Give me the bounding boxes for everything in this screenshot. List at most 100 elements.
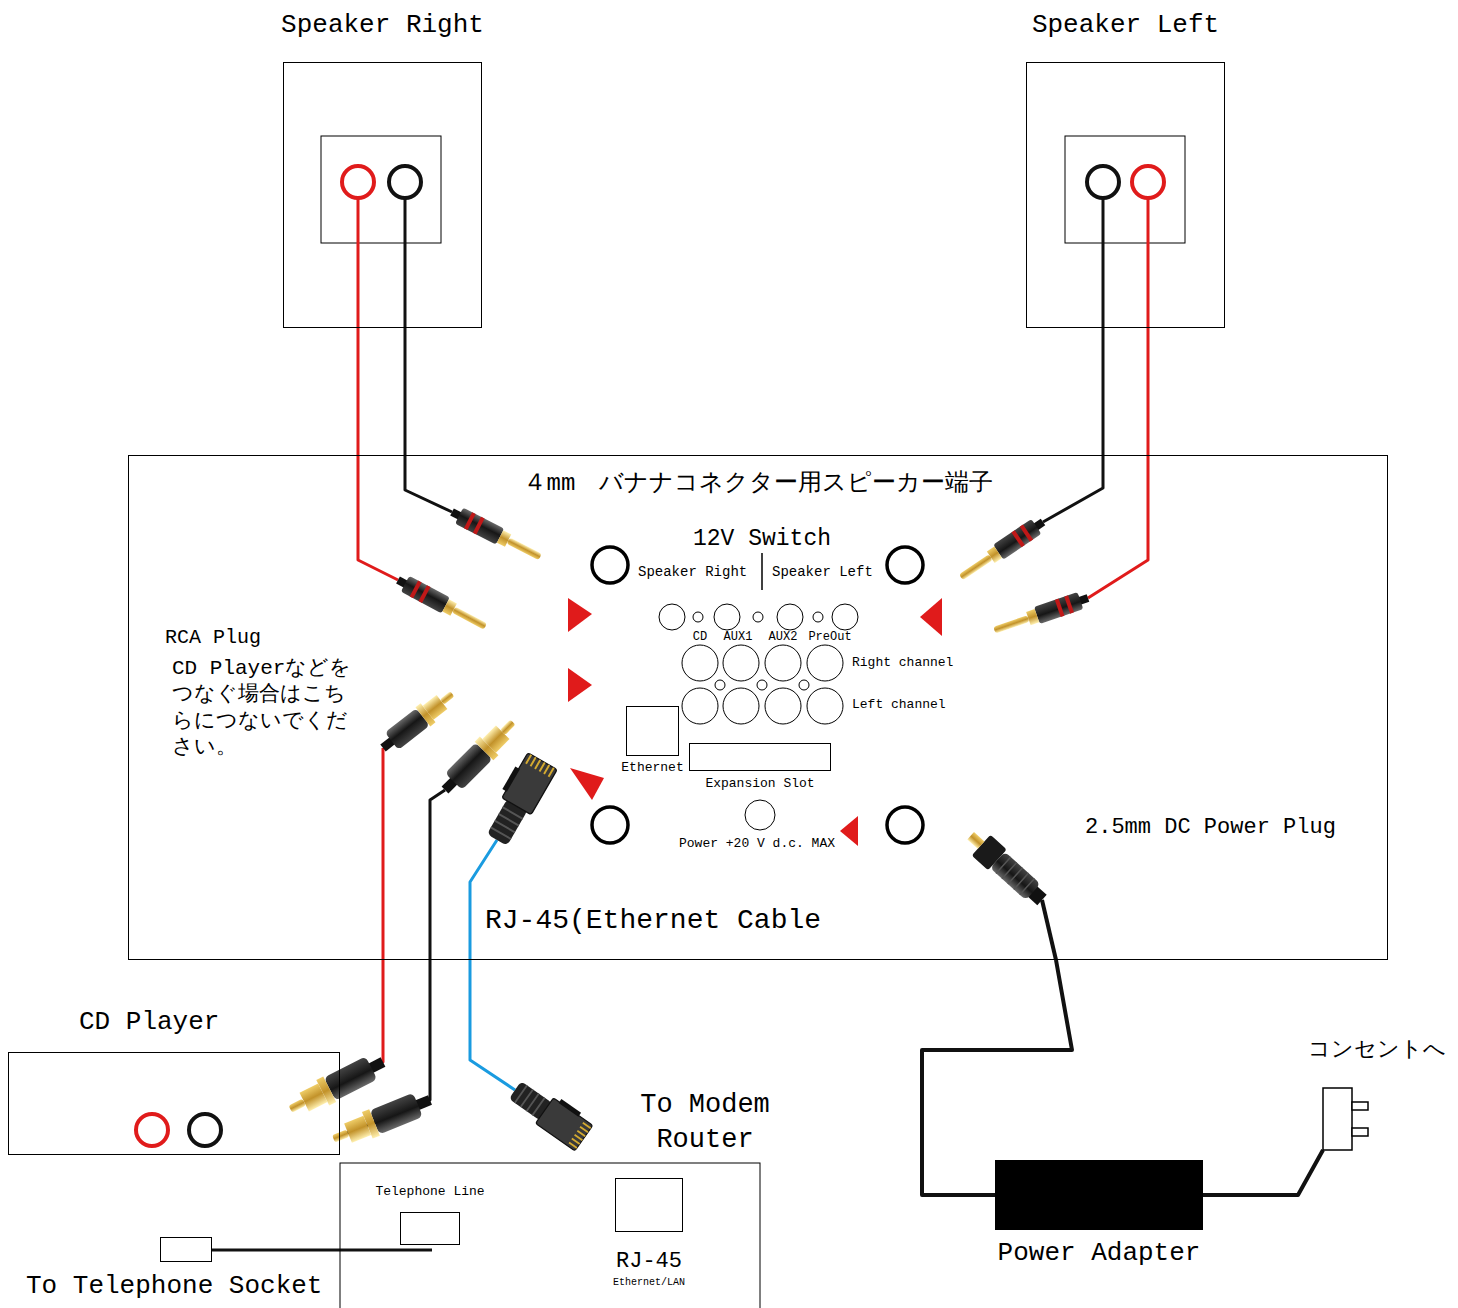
node-label: Speaker Right [281,11,484,41]
node-label: Ethernet [621,761,683,776]
speaker-wire [1088,455,1148,598]
input-label: CD [693,631,707,643]
channel-label: Left channel [852,698,946,713]
power-cable [1203,1150,1323,1195]
rj45-plug [506,1074,595,1151]
node-label: RJ-45 [616,1249,682,1274]
speaker-binding-post [592,807,628,843]
rj45-plug [479,751,557,849]
rca-jack [765,688,801,724]
speaker-terminal [389,166,421,198]
input-label: PreOut [808,631,851,643]
cable-connector [404,328,407,455]
banana-plug [448,504,544,565]
speaker-box: Speaker Right [283,62,482,328]
speaker-wire [404,198,407,328]
telephone-plug: To Telephone Socket [160,1237,212,1262]
input-label: AUX1 [724,631,753,643]
telephone-cable [400,1249,432,1252]
rca-jack [753,612,763,622]
pointer-triangle [920,598,942,636]
node-sublabel: Ethernet/LAN [613,1277,685,1289]
connector-group [212,328,1148,1250]
rca-jack [659,604,685,630]
pointer-triangle [568,668,592,702]
rca-plug [376,684,460,757]
rca-jack [757,680,767,690]
power-rating-label: Power +20 V d.c. MAX [679,837,835,852]
channel-label: Right channel [852,656,953,671]
terminal-plate [1065,136,1185,243]
rca-jack [682,645,718,681]
expansion-slot: Expansion Slot [689,743,831,771]
cable-connector [922,960,1072,1195]
terminal-plate [321,136,441,243]
node-label: CD Player [79,1008,219,1038]
plug-prong [1352,1128,1368,1136]
rca-jack [682,688,718,724]
rca-jack [813,612,823,622]
node-label: ４mm バナナコネクター用スピーカー端子 [523,470,994,498]
banana-plug [991,589,1090,638]
speaker-wire [1147,198,1150,328]
rca-jack [799,680,809,690]
cable-connector [1147,328,1150,455]
speaker-wire [1102,198,1105,328]
wall-plug [1323,1088,1352,1150]
pointer-triangle [568,598,592,632]
rj45-port: RJ-45Ethernet/LAN [615,1178,683,1232]
power-jack [745,800,775,830]
speaker-binding-post [887,547,923,583]
node-label: Expansion Slot [705,777,814,792]
speaker-wire [358,455,398,580]
cd-output-jack [189,1114,221,1146]
switch-label: 12V Switch [693,526,831,552]
rca-jack [723,688,759,724]
node-label: Power Adapter [998,1239,1201,1269]
node-label: Speaker Left [1032,11,1219,41]
speaker-box: Speaker Left [1026,62,1225,328]
pointer-triangle [840,816,858,846]
cable-connector [212,1249,400,1252]
speaker-terminal [1087,166,1119,198]
outlet-label: コンセントへ [1308,1038,1446,1063]
power-cable [1042,900,1056,960]
node-label: To Telephone Socket [26,1272,322,1302]
rca-jack [714,604,740,630]
speaker-wire [357,198,360,328]
telephone-line-port: Telephone Line [400,1212,460,1245]
power-adapter: Power Adapter [995,1160,1203,1230]
rca-jack [723,645,759,681]
rca-jack [832,604,858,630]
ethernet-port: Ethernet [626,706,679,756]
rca-jack [693,612,703,622]
banana-plug [956,515,1048,585]
pointer-triangle [568,598,942,846]
rca-jack [715,680,725,690]
plug-prong [1352,1102,1368,1110]
instruction-note: CD Playerなどをつなぐ場合はこちらにつないでください。 [172,656,364,761]
cable-connector [1102,328,1105,455]
cd-player-box: CD Player [8,1052,340,1155]
rca-jack [659,604,858,724]
rca-jack [807,688,843,724]
speaker-binding-post [592,547,628,583]
speaker-wire [405,455,452,512]
rca-cable [430,790,445,960]
amplifier-panel: ４mm バナナコネクター用スピーカー端子EthernetExpansion Sl… [128,455,1388,960]
dc-plug [961,825,1051,910]
router-housing [340,1163,760,1308]
ethernet-cable [470,840,515,1090]
banana-plug [394,572,490,634]
rca-jack [777,604,803,630]
cable-connector [357,328,360,455]
terminal-label: Speaker Right [638,564,747,580]
input-label: AUX2 [769,631,798,643]
rca-cable [382,748,385,960]
speaker-terminal [342,166,374,198]
speaker-terminal [1132,166,1164,198]
plug-label: 2.5mm DC Power Plug [1085,815,1336,840]
